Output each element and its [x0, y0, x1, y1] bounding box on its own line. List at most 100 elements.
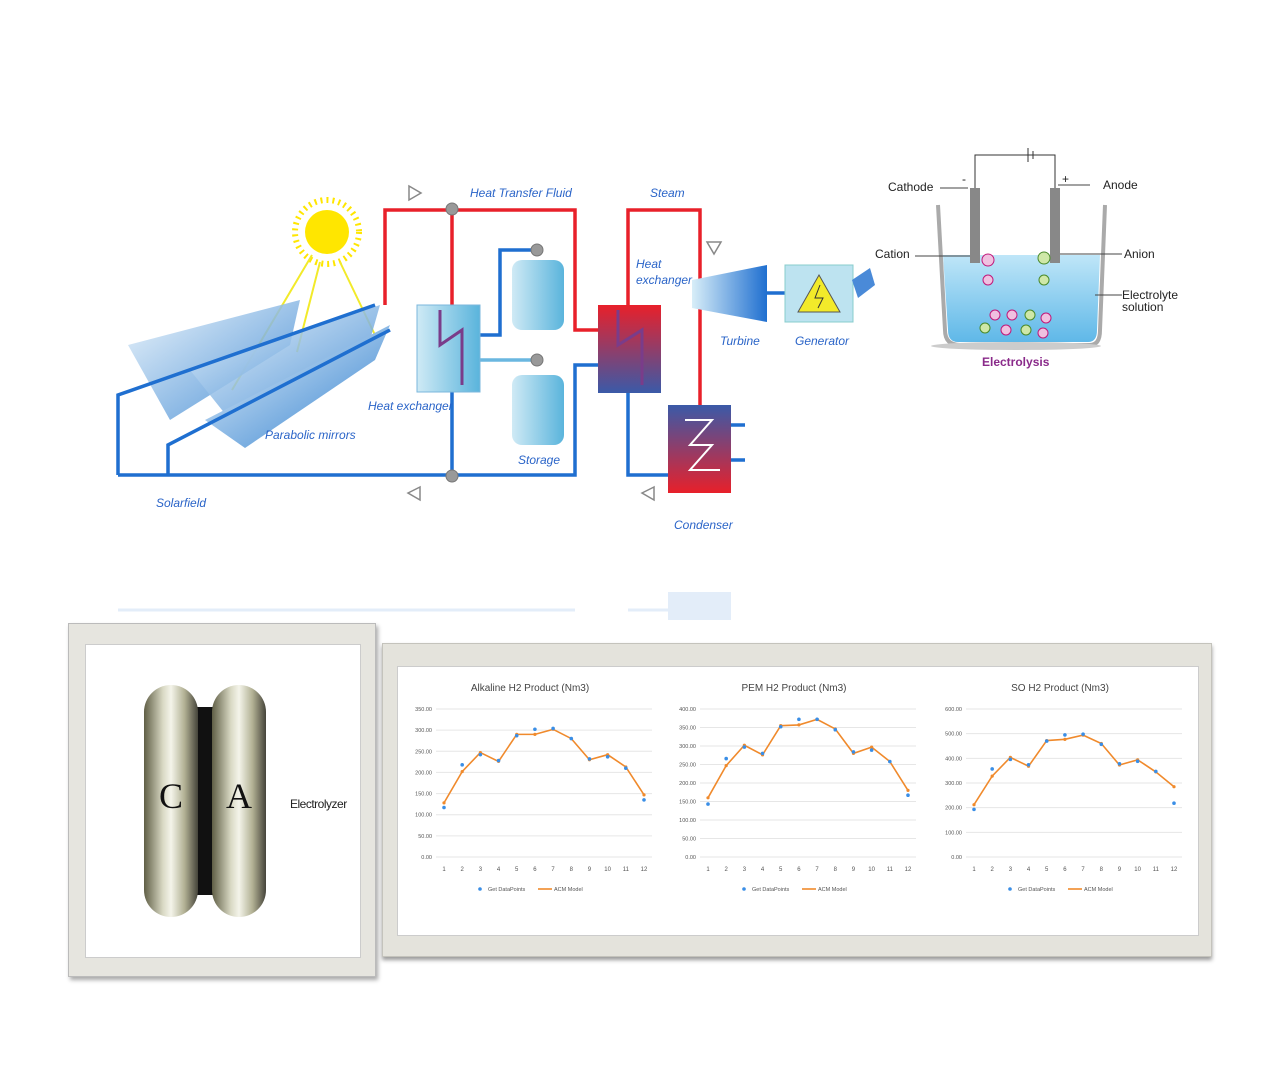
data-point	[1117, 761, 1122, 766]
turbine	[692, 265, 767, 322]
x-tick-label: 2	[461, 867, 465, 873]
storage-tanks	[512, 260, 564, 445]
cathode-cylinder: C	[144, 685, 198, 917]
condenser	[668, 405, 731, 493]
label-heat-exchanger-1: Heat exchanger	[368, 399, 454, 413]
x-tick-label: 11	[623, 867, 630, 873]
model-line	[973, 734, 1175, 806]
data-point	[587, 757, 592, 761]
model-point	[1063, 737, 1067, 741]
x-tick-label: 7	[551, 867, 555, 873]
model-line	[443, 728, 645, 804]
x-tick-label: 7	[815, 867, 819, 873]
label-heat-exchanger-2a: Heat	[636, 257, 662, 271]
y-tick-label: 0.00	[951, 855, 962, 861]
label-solarfield: Solarfield	[156, 496, 206, 510]
data-point	[742, 745, 747, 749]
y-tick-label: 300.00	[679, 744, 696, 750]
label-electrolysis: Electrolysis	[982, 355, 1050, 369]
model-point	[642, 793, 646, 797]
x-tick-label: 7	[1081, 867, 1085, 873]
x-tick-label: 5	[779, 867, 783, 873]
chart-title: Alkaline H2 Product (Nm3)	[471, 683, 589, 694]
y-tick-label: 150.00	[679, 800, 696, 806]
model-point	[724, 764, 728, 768]
csp-hydrogen-diagram: Heat Transfer Fluid Steam Heat exchanger…	[116, 148, 1178, 620]
legend-points-label: Get DataPoints	[752, 887, 790, 893]
data-point	[797, 717, 801, 722]
data-point	[906, 793, 910, 798]
y-tick-label: 200.00	[415, 770, 432, 776]
model-point	[533, 732, 537, 736]
model-point	[870, 745, 874, 749]
data-point	[990, 767, 994, 771]
model-point	[906, 788, 910, 792]
x-tick-label: 8	[834, 867, 838, 873]
data-point	[888, 759, 892, 764]
y-tick-label: 100.00	[415, 813, 432, 819]
legend-points-marker	[742, 887, 746, 891]
y-tick-label: 350.00	[679, 726, 696, 732]
data-point	[514, 733, 519, 738]
data-point	[972, 807, 976, 812]
data-point	[551, 726, 555, 731]
label-heat-exchanger-2b: exchanger	[636, 273, 693, 287]
x-tick-label: 9	[588, 867, 592, 873]
data-point	[624, 766, 628, 770]
anode-letter: A	[226, 776, 252, 816]
y-tick-label: 400.00	[945, 756, 962, 762]
legend-model-label: ACM Model	[818, 887, 847, 893]
legend-points-marker	[1008, 887, 1012, 891]
chart-title: SO H2 Product (Nm3)	[1011, 683, 1109, 694]
x-tick-label: 11	[887, 867, 894, 873]
plus-sign: +	[1062, 172, 1069, 186]
data-point	[1026, 762, 1031, 767]
y-tick-label: 300.00	[945, 781, 962, 787]
x-tick-label: 3	[479, 867, 483, 873]
x-tick-label: 10	[868, 867, 875, 873]
pem-chart: PEM H2 Product (Nm3)0.0050.00100.00150.0…	[679, 683, 916, 893]
label-heat-transfer-fluid: Heat Transfer Fluid	[470, 186, 572, 200]
data-point	[460, 763, 464, 767]
y-tick-label: 0.00	[421, 855, 432, 861]
data-point	[778, 724, 783, 729]
data-point	[1172, 801, 1176, 806]
flow-arrow-icons	[406, 184, 723, 502]
cathode-letter: C	[158, 776, 183, 816]
model-point	[460, 769, 464, 774]
y-tick-label: 50.00	[682, 837, 696, 843]
x-tick-label: 3	[1009, 867, 1013, 873]
y-tick-label: 350.00	[415, 707, 432, 713]
x-tick-label: 11	[1153, 867, 1160, 873]
label-cathode: Cathode	[888, 180, 934, 194]
x-tick-label: 12	[1171, 867, 1178, 873]
alkaline-chart: Alkaline H2 Product (Nm3) 0.00 50.00 100.00…	[415, 683, 652, 893]
x-tick-label: 8	[1100, 867, 1104, 873]
data-point	[815, 717, 819, 722]
x-tick-label: 5	[1045, 867, 1049, 873]
y-tick-label: 50.00	[418, 834, 432, 840]
y-tick-label: 200.00	[679, 781, 696, 787]
x-tick-label: 9	[852, 867, 856, 873]
label-generator: Generator	[795, 334, 850, 348]
data-point	[1044, 739, 1049, 743]
y-tick-label: 150.00	[415, 792, 432, 798]
y-tick-label: 600.00	[945, 707, 962, 713]
label-electrolyte-2: solution	[1122, 300, 1163, 314]
model-line	[707, 718, 909, 799]
data-point	[1008, 757, 1013, 762]
data-point	[1063, 733, 1067, 737]
x-tick-label: 4	[497, 867, 501, 873]
model-point	[1172, 785, 1176, 789]
x-tick-label: 5	[515, 867, 519, 873]
data-point	[833, 727, 838, 732]
label-anion: Anion	[1124, 247, 1155, 261]
y-tick-label: 400.00	[679, 707, 696, 713]
y-tick-label: 0.00	[685, 855, 696, 861]
heat-exchanger-2	[598, 305, 661, 393]
diagram-reflection	[118, 592, 731, 620]
chart-title: PEM H2 Product (Nm3)	[741, 683, 846, 694]
electrolyzer-label: Electrolyzer	[290, 797, 347, 811]
data-point	[851, 750, 856, 754]
